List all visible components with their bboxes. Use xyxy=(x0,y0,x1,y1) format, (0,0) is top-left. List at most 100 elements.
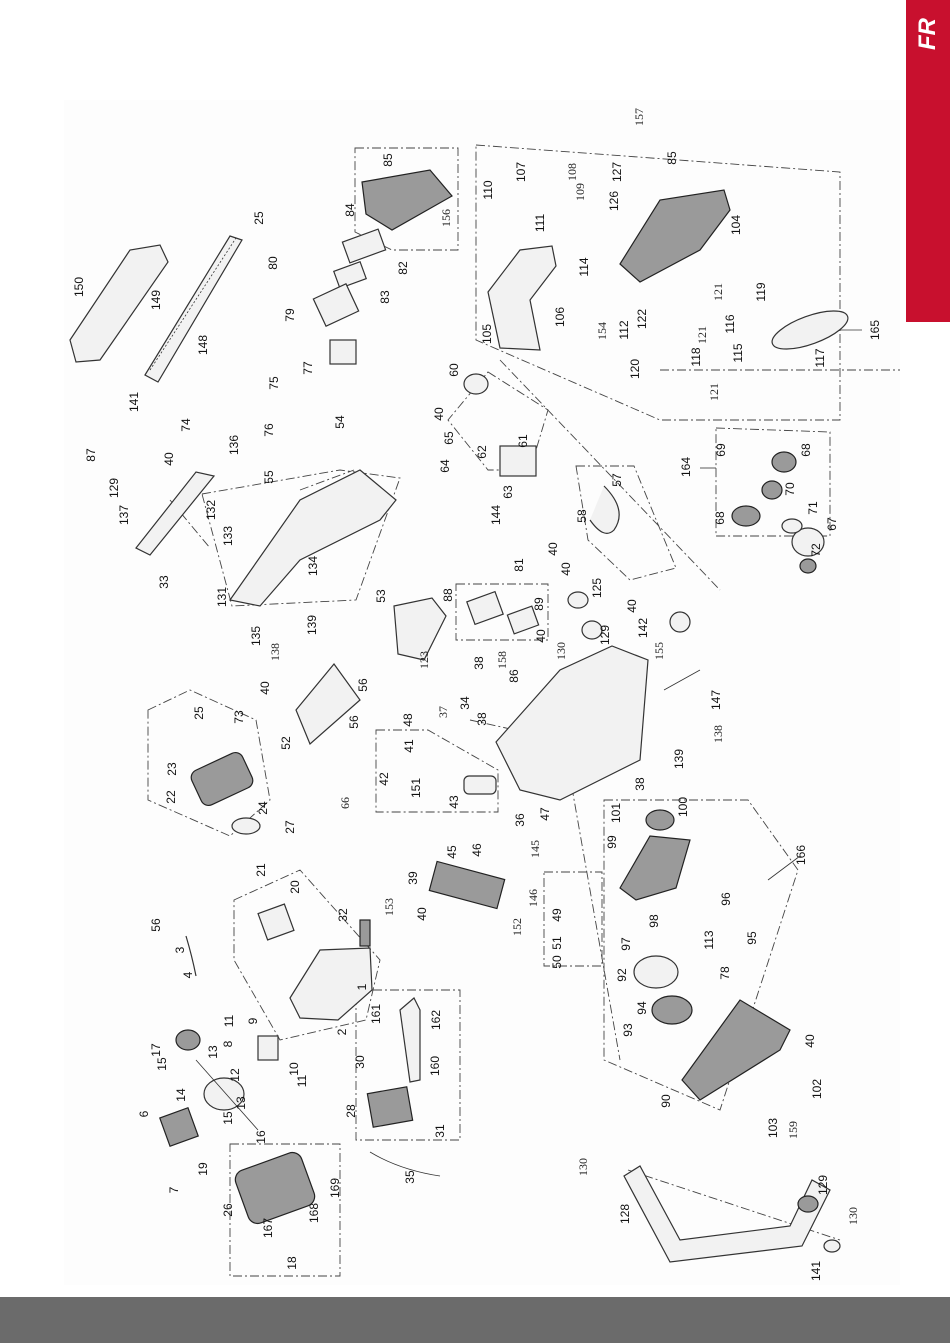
part-label-81: 81 xyxy=(512,558,526,572)
part-label-104: 104 xyxy=(729,215,743,235)
part-label-127: 127 xyxy=(610,162,624,182)
group-box-air-filter-22 xyxy=(147,689,271,837)
part-label-133: 133 xyxy=(221,526,235,546)
part-label-77: 77 xyxy=(301,361,315,375)
group-box-cylinder xyxy=(233,869,381,1041)
part-label-62: 62 xyxy=(475,445,489,459)
part-label-134: 134 xyxy=(306,556,320,576)
part-label-30: 30 xyxy=(353,1055,367,1069)
parts-diagram-svg: 1501491481418712913774136401321331313313… xyxy=(69,108,900,1281)
part-label-78: 78 xyxy=(718,966,732,980)
part-label-67: 67 xyxy=(825,517,839,531)
part-label-100: 100 xyxy=(676,797,690,817)
part-label-66: 66 xyxy=(338,797,352,809)
part-label-14: 14 xyxy=(174,1088,188,1102)
part-label-56: 56 xyxy=(149,918,163,932)
part-label-131: 131 xyxy=(215,587,229,607)
part-bearing-cover xyxy=(159,1107,199,1147)
part-label-23: 23 xyxy=(165,762,179,776)
part-label-146: 146 xyxy=(526,889,540,907)
part-label-13: 13 xyxy=(206,1045,220,1059)
part-label-11: 11 xyxy=(222,1014,236,1027)
part-label-144: 144 xyxy=(489,505,503,525)
part-label-40: 40 xyxy=(546,542,560,556)
part-label-28: 28 xyxy=(344,1104,358,1118)
part-label-98: 98 xyxy=(647,914,661,928)
part-label-48: 48 xyxy=(401,713,415,727)
part-plate xyxy=(669,611,691,633)
part-label-38: 38 xyxy=(472,656,486,670)
part-label-40: 40 xyxy=(162,452,176,466)
part-label-161: 161 xyxy=(369,1004,383,1024)
part-throttle-rod xyxy=(399,997,421,1083)
part-label-47: 47 xyxy=(538,807,552,821)
part-label-110: 110 xyxy=(481,180,495,199)
part-label-19: 19 xyxy=(196,1162,210,1176)
part-buffer xyxy=(466,590,504,626)
part-label-60: 60 xyxy=(447,363,461,377)
part-label-141: 141 xyxy=(809,1261,823,1281)
part-label-162: 162 xyxy=(429,1010,443,1030)
part-label-55: 55 xyxy=(262,470,276,484)
part-label-26: 26 xyxy=(221,1203,235,1217)
group-box-air-cover xyxy=(354,147,459,251)
part-label-168: 168 xyxy=(307,1203,321,1223)
part-label-75: 75 xyxy=(267,376,281,390)
part-label-125: 125 xyxy=(590,578,604,598)
part-seal-ring xyxy=(231,817,261,835)
part-label-76: 76 xyxy=(262,423,276,437)
part-label-41: 41 xyxy=(402,739,416,753)
part-clutch-shoe xyxy=(731,505,761,527)
group-box-chain-brake-165 xyxy=(475,144,841,421)
part-label-117: 117 xyxy=(813,348,827,367)
part-label-82: 82 xyxy=(396,261,410,275)
part-label-6: 6 xyxy=(137,1110,151,1117)
part-label-68: 68 xyxy=(713,511,727,525)
part-label-18: 18 xyxy=(285,1256,299,1270)
part-piston xyxy=(257,1035,279,1061)
part-label-10: 10 xyxy=(287,1062,301,1076)
part-label-118: 118 xyxy=(689,347,703,366)
part-label-88: 88 xyxy=(441,588,455,602)
part-label-56: 56 xyxy=(347,715,361,729)
part-label-16: 16 xyxy=(254,1130,268,1144)
part-label-22: 22 xyxy=(164,790,178,804)
part-washer xyxy=(781,518,803,534)
part-fuel-tank xyxy=(463,775,497,795)
part-label-61: 61 xyxy=(516,434,530,448)
part-label-40: 40 xyxy=(534,629,548,643)
part-label-113: 113 xyxy=(702,930,716,949)
part-label-122: 122 xyxy=(635,309,649,329)
part-label-139: 139 xyxy=(305,615,319,635)
part-label-142: 142 xyxy=(636,618,650,638)
part-label-169: 169 xyxy=(328,1178,342,1198)
part-hand-guard xyxy=(135,471,216,556)
part-starter-housing xyxy=(681,999,791,1101)
part-carburetor xyxy=(312,283,360,327)
part-label-73: 73 xyxy=(232,710,246,724)
part-label-149: 149 xyxy=(149,290,163,310)
part-label-121: 121 xyxy=(711,283,725,301)
part-label-116: 116 xyxy=(723,314,737,333)
part-label-166: 166 xyxy=(794,845,808,865)
part-oil-pump xyxy=(499,445,537,477)
part-label-12: 12 xyxy=(228,1068,242,1082)
part-cylinder xyxy=(289,947,373,1021)
part-label-109: 109 xyxy=(573,183,587,201)
group-link-line xyxy=(169,499,211,549)
part-heat-shield xyxy=(393,597,447,661)
group-leaders xyxy=(700,329,862,881)
part-label-11: 11 xyxy=(295,1074,309,1087)
part-label-115: 115 xyxy=(731,343,745,362)
part-label-17: 17 xyxy=(149,1043,163,1057)
part-label-65: 65 xyxy=(442,431,456,445)
part-label-56: 56 xyxy=(356,678,370,692)
part-top-cover xyxy=(361,169,453,231)
part-label-129: 129 xyxy=(598,625,612,645)
part-label-79: 79 xyxy=(283,308,297,322)
part-spark-plug xyxy=(359,919,371,947)
part-handle-damper xyxy=(797,1195,819,1213)
part-label-156: 156 xyxy=(439,209,453,227)
part-label-107: 107 xyxy=(514,162,528,182)
group-box-buffer-88 xyxy=(455,583,549,641)
